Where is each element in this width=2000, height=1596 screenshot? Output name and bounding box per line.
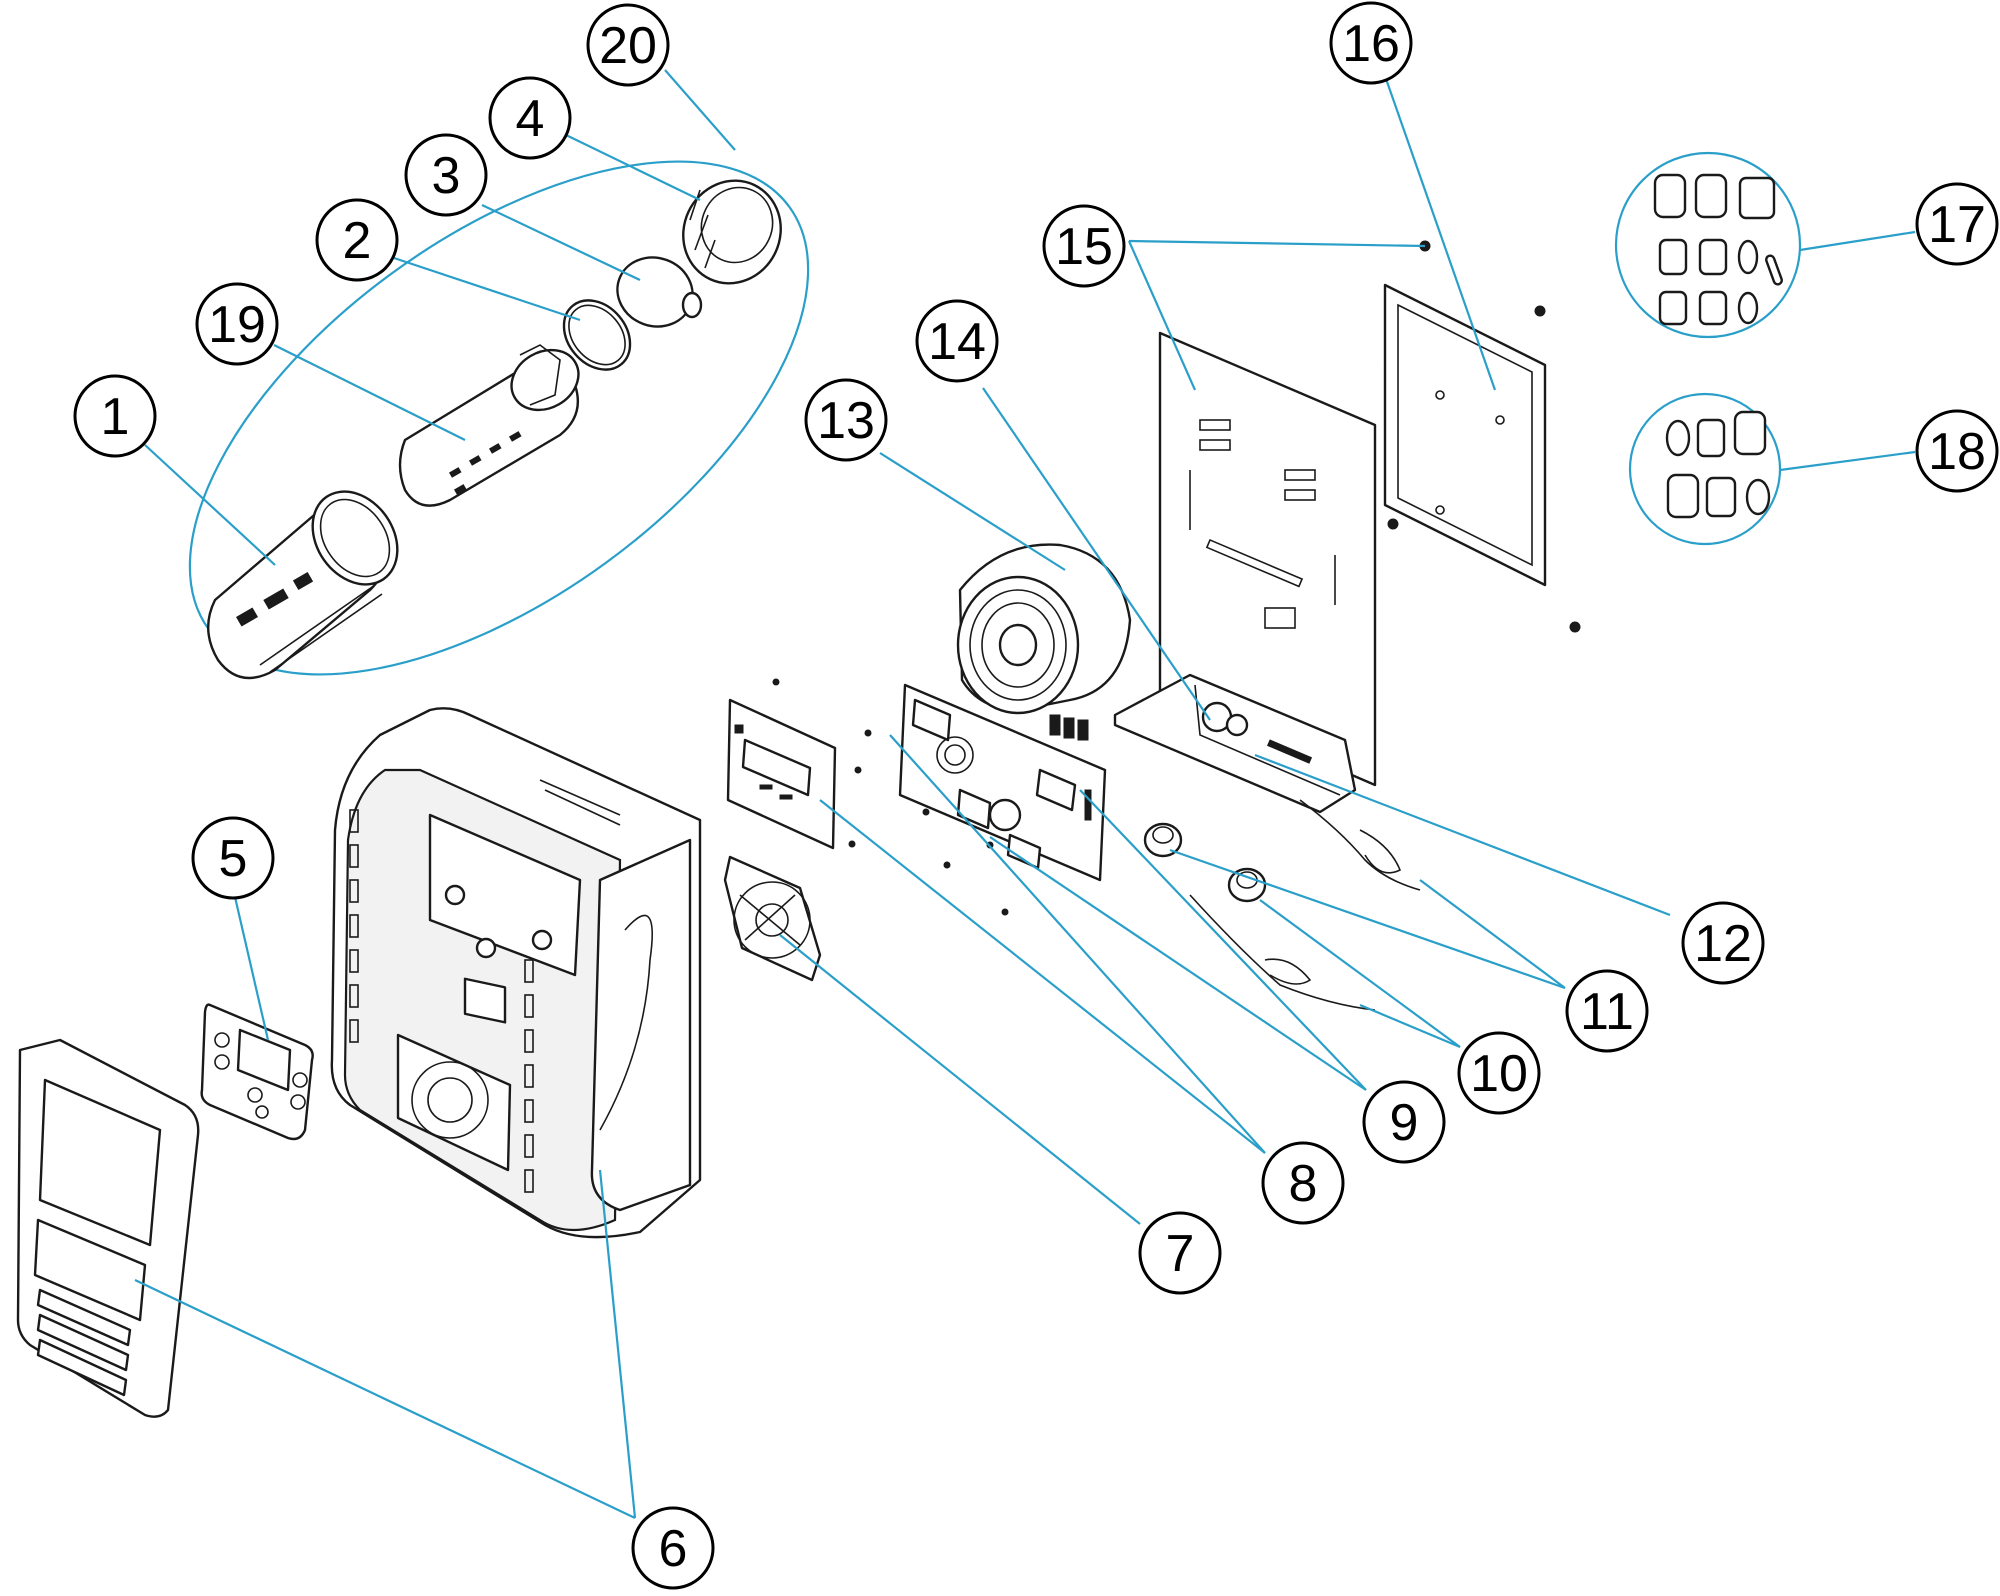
callout-13: 13 bbox=[804, 378, 888, 462]
callout-4: 4 bbox=[488, 76, 572, 160]
leader-1 bbox=[144, 444, 276, 566]
part-19-electrode bbox=[398, 344, 580, 507]
part-9-power-pcb bbox=[898, 683, 1107, 882]
part-15-mounting-plate bbox=[1113, 331, 1377, 814]
callout-11-label: 11 bbox=[1580, 983, 1634, 1041]
callout-13-label: 13 bbox=[817, 392, 875, 450]
callout-18-label: 18 bbox=[1928, 423, 1986, 481]
leader-2 bbox=[393, 256, 581, 322]
callout-17-label: 17 bbox=[1928, 196, 1986, 254]
leader-12 bbox=[1254, 753, 1671, 917]
leader-15b bbox=[1127, 240, 1197, 391]
callout-14-label: 14 bbox=[928, 313, 986, 371]
callout-19: 19 bbox=[195, 282, 279, 366]
callout-2: 2 bbox=[315, 198, 399, 282]
leader-17 bbox=[1799, 230, 1916, 252]
leader-11b bbox=[1419, 879, 1566, 989]
callout-6: 6 bbox=[631, 1506, 715, 1590]
part-11-cable-gland bbox=[1143, 799, 1421, 891]
callout-15-label: 15 bbox=[1055, 218, 1113, 276]
leader-7 bbox=[779, 934, 1141, 1225]
leader-18 bbox=[1779, 450, 1916, 472]
leader-10a bbox=[1259, 899, 1461, 1048]
part-3-cap bbox=[616, 256, 703, 328]
leader-8a bbox=[889, 734, 1266, 1154]
callout-9: 9 bbox=[1362, 1080, 1446, 1164]
callout-9-label: 9 bbox=[1390, 1094, 1419, 1152]
leader-19 bbox=[273, 344, 466, 441]
callout-5-label: 5 bbox=[219, 830, 248, 888]
part-10-cable-gland bbox=[1189, 867, 1376, 1011]
part-5-control-panel bbox=[200, 1003, 314, 1141]
callout-8: 8 bbox=[1261, 1141, 1345, 1225]
callout-8-label: 8 bbox=[1289, 1155, 1318, 1213]
leader-14 bbox=[982, 387, 1211, 721]
callout-14: 14 bbox=[915, 299, 999, 383]
enclosure-vent-slots-right bbox=[524, 959, 534, 1193]
leader-15a bbox=[1128, 239, 1426, 248]
callout-11: 11 bbox=[1565, 969, 1649, 1053]
leader-10b bbox=[1359, 1003, 1461, 1049]
part-6-front-cover bbox=[16, 1038, 200, 1418]
part-4-threaded-nut bbox=[682, 179, 782, 285]
leader-8b bbox=[819, 799, 1266, 1154]
callout-6-label: 6 bbox=[659, 1520, 688, 1578]
leader-5 bbox=[233, 896, 270, 1041]
leader-13 bbox=[879, 452, 1066, 571]
enclosure-vent-slots-left bbox=[349, 809, 359, 1043]
callout-16-label: 16 bbox=[1342, 15, 1400, 73]
leader-4 bbox=[565, 134, 701, 201]
part-17-fittings-kit bbox=[1614, 151, 1802, 339]
callout-19-label: 19 bbox=[208, 296, 266, 354]
leader-20 bbox=[664, 69, 736, 151]
callout-2-label: 2 bbox=[343, 212, 372, 270]
part-7-cooling-fan bbox=[723, 855, 822, 982]
callout-7: 7 bbox=[1138, 1211, 1222, 1295]
leader-16 bbox=[1383, 75, 1497, 391]
part-6-main-enclosure bbox=[330, 707, 702, 1239]
callout-3-label: 3 bbox=[432, 147, 461, 205]
callout-10: 10 bbox=[1457, 1031, 1541, 1115]
part-13-transformer bbox=[956, 543, 1132, 741]
leader-11a bbox=[1169, 848, 1566, 990]
plate-slot-array bbox=[1199, 419, 1316, 629]
part-18-fittings-kit bbox=[1628, 392, 1782, 546]
part-8-display-pcb bbox=[726, 698, 837, 850]
callout-1: 1 bbox=[73, 374, 157, 458]
callout-12-label: 12 bbox=[1694, 915, 1752, 973]
callout-20: 20 bbox=[586, 3, 670, 87]
callout-15: 15 bbox=[1042, 204, 1126, 288]
leader-9a bbox=[989, 836, 1367, 1091]
leader-9b bbox=[1079, 789, 1367, 1091]
callout-3: 3 bbox=[404, 133, 488, 217]
callout-1-label: 1 bbox=[101, 388, 130, 446]
callout-10-label: 10 bbox=[1470, 1045, 1528, 1103]
part-2-o-ring bbox=[562, 299, 632, 371]
leader-lines bbox=[134, 69, 1916, 1519]
callout-12: 12 bbox=[1681, 901, 1765, 985]
callout-7-label: 7 bbox=[1166, 1225, 1195, 1283]
leader-6a bbox=[134, 1279, 636, 1519]
callout-18: 18 bbox=[1915, 409, 1999, 493]
callout-4-label: 4 bbox=[516, 90, 545, 148]
leader-3 bbox=[481, 204, 641, 281]
callout-20-label: 20 bbox=[599, 17, 657, 75]
part-16-back-frame bbox=[1383, 283, 1547, 587]
part-1-cell-housing bbox=[206, 490, 399, 680]
callout-17: 17 bbox=[1915, 182, 1999, 266]
callout-16: 16 bbox=[1329, 1, 1413, 85]
leader-6b bbox=[598, 1169, 637, 1519]
callout-5: 5 bbox=[191, 816, 275, 900]
